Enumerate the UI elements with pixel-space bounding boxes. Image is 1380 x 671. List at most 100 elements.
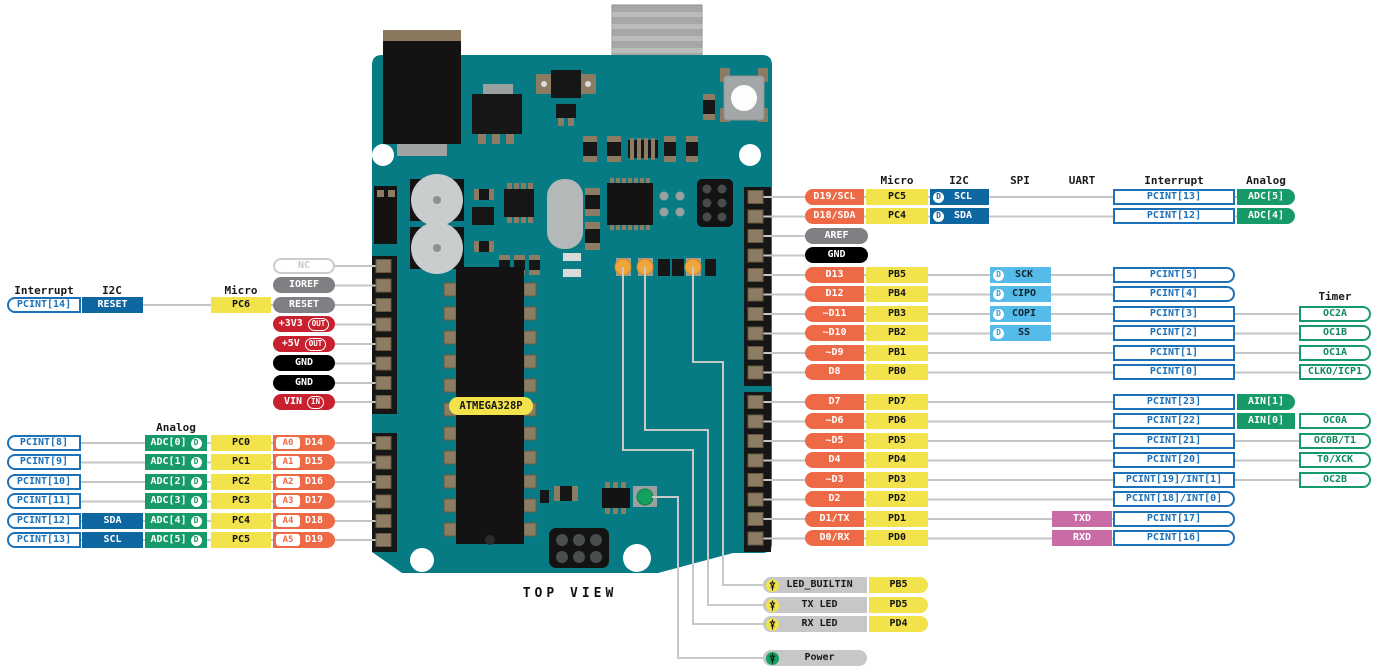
pcint-box: PCINT[2] bbox=[1113, 325, 1235, 341]
digital-badge: D bbox=[190, 476, 202, 488]
pcint-box: PCINT[19]/INT[1] bbox=[1113, 472, 1235, 488]
led-label: TX LED bbox=[801, 599, 838, 610]
adc-label: ADC[3] bbox=[150, 495, 187, 506]
barrel-jack-top bbox=[383, 30, 461, 41]
3v3-pin-pill: +3V3 OUT bbox=[273, 316, 335, 332]
i2c-pill: D SDA bbox=[930, 208, 989, 224]
micro-port-pill: PB5 bbox=[866, 267, 928, 283]
pin-label: +5V bbox=[281, 338, 300, 349]
digital-alias-label: D17 bbox=[304, 495, 324, 506]
adc-pill: ADC[4] bbox=[1237, 208, 1295, 224]
crystal-oscillator bbox=[547, 179, 583, 249]
left-header-analog: Analog bbox=[156, 421, 196, 434]
digital-pin-pill: D8 bbox=[805, 364, 864, 380]
pcint-box: PCINT[20] bbox=[1113, 452, 1235, 468]
pcint-box: PCINT[3] bbox=[1113, 306, 1235, 322]
digital-badge: D bbox=[993, 308, 1004, 320]
led-icon bbox=[766, 578, 779, 592]
digital-badge: D bbox=[933, 191, 944, 203]
pcint-box: PCINT[22] bbox=[1113, 413, 1235, 429]
right-header-micro: Micro bbox=[880, 174, 914, 187]
digital-badge: D bbox=[993, 269, 1004, 281]
header-pads bbox=[375, 190, 764, 547]
pcint-box: PCINT[18]/INT[0] bbox=[1113, 491, 1235, 507]
out-badge: OUT bbox=[304, 337, 327, 351]
led-icon bbox=[766, 651, 779, 665]
pcint-box: PCINT[11] bbox=[7, 493, 81, 509]
timer-box: OC2B bbox=[1299, 472, 1371, 488]
digital-alias-label: D15 bbox=[304, 456, 324, 467]
adc-pill: ADC[5] D bbox=[145, 532, 207, 548]
digital-pin-pill: D19/SCL bbox=[805, 189, 864, 205]
i2c-label: SDA bbox=[953, 210, 973, 221]
led-label: LED_BUILTIN bbox=[786, 579, 853, 590]
digital-badge: D bbox=[190, 515, 202, 527]
aref-pin-pill: AREF bbox=[805, 228, 868, 244]
led-icon bbox=[766, 617, 779, 631]
micro-port-pill: PD4 bbox=[866, 452, 928, 468]
micro-port-pill: PD1 bbox=[866, 511, 928, 527]
out-badge: OUT bbox=[307, 317, 330, 331]
right-header-interrupt: Interrupt bbox=[1144, 174, 1204, 187]
ain-pill: AIN[0] bbox=[1237, 413, 1295, 429]
digital-alias-label: D16 bbox=[304, 476, 324, 487]
bottom-smds bbox=[540, 482, 657, 514]
i2c-label: SCL bbox=[953, 191, 973, 202]
led-wires bbox=[622, 267, 764, 659]
spi-pill: D COPI bbox=[990, 306, 1051, 322]
smd-components bbox=[583, 94, 715, 162]
pcint-box: PCINT[12] bbox=[7, 513, 81, 529]
reset-pin-pill: RESET bbox=[273, 297, 335, 313]
gnd-pin-pill: GND bbox=[273, 375, 335, 391]
left-connector bbox=[374, 186, 397, 244]
pcint-box: PCINT[8] bbox=[7, 435, 81, 451]
digital-pin-pill: D4 bbox=[805, 452, 864, 468]
digital-badge: D bbox=[993, 327, 1004, 339]
digital-pin-pill: D18/SDA bbox=[805, 208, 864, 224]
spi-label: SCK bbox=[1014, 269, 1034, 280]
timer-box: T0/XCK bbox=[1299, 452, 1371, 468]
right-header-i2c: I2C bbox=[949, 174, 969, 187]
pcint-box: PCINT[0] bbox=[1113, 364, 1235, 380]
digital-pin-pill: ~D10 bbox=[805, 325, 864, 341]
digital-pin-pill: ~D3 bbox=[805, 472, 864, 488]
micro-port-pill: PC5 bbox=[866, 189, 928, 205]
micro-port-pill: PD2 bbox=[866, 491, 928, 507]
digital-pin-pill: D1/TX bbox=[805, 511, 864, 527]
digital-pin-pill: ~D6 bbox=[805, 413, 864, 429]
spi-label: COPI bbox=[1011, 308, 1037, 319]
barrel-jack bbox=[383, 41, 461, 144]
micro-port-pill: PD0 bbox=[866, 530, 928, 546]
micro-port-pill: PB4 bbox=[866, 286, 928, 302]
analog-badge: A2 bbox=[276, 476, 300, 488]
pcint-box: PCINT[13] bbox=[7, 532, 81, 548]
capacitors bbox=[410, 174, 464, 274]
ioref-pin-pill: IOREF bbox=[273, 277, 335, 293]
vias bbox=[659, 191, 685, 217]
analog-badge: A0 bbox=[276, 437, 300, 449]
micro-port-pill: PB3 bbox=[866, 306, 928, 322]
timer-box: OC1B bbox=[1299, 325, 1371, 341]
micro-port-pill: PD3 bbox=[866, 472, 928, 488]
top-view-label: TOP VIEW bbox=[522, 586, 618, 601]
pin-label: VIN bbox=[283, 396, 303, 407]
right-header-timer: Timer bbox=[1318, 290, 1352, 303]
smd-column bbox=[585, 188, 600, 250]
micro-port-pill: PC4 bbox=[866, 208, 928, 224]
mid-smd-cluster bbox=[499, 253, 716, 277]
right-header-uart: UART bbox=[1068, 174, 1096, 187]
right-header-analog: Analog bbox=[1246, 174, 1286, 187]
spi-pill: D SCK bbox=[990, 267, 1051, 283]
pcint-box: PCINT[21] bbox=[1113, 433, 1235, 449]
digital-alias-label: D18 bbox=[304, 515, 324, 526]
digital-badge: D bbox=[190, 456, 202, 468]
pcint-box: PCINT[1] bbox=[1113, 345, 1235, 361]
adc-pill: ADC[4] D bbox=[145, 513, 207, 529]
mounting-holes bbox=[372, 144, 761, 572]
micro-port-pill: PD5 bbox=[869, 597, 928, 613]
spi-label: CIPO bbox=[1011, 288, 1037, 299]
digital-pin-pill: D0/RX bbox=[805, 530, 864, 546]
usb-serial-chip bbox=[607, 178, 653, 230]
analog-badge: A5 bbox=[276, 534, 300, 546]
analog-pin-pill: A3 D17 bbox=[273, 493, 335, 509]
